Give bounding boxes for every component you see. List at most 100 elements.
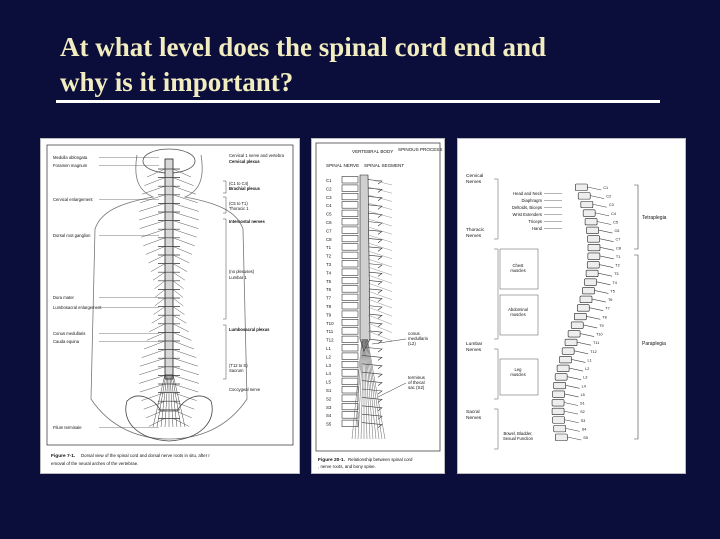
spinous-process (597, 221, 612, 225)
cauda-equina-strand (164, 373, 169, 428)
level-label: C1 (326, 178, 332, 183)
level-label: S2 (326, 396, 332, 401)
group-bracket (494, 178, 499, 240)
vertebral-body (341, 293, 359, 301)
vertebra (587, 235, 600, 243)
vertebra-label: L4 (582, 384, 586, 388)
level-label: C7 (326, 228, 332, 233)
nerve-root (365, 338, 377, 440)
nerve-root-right (172, 340, 195, 350)
vertebra (552, 390, 565, 398)
segment-line (367, 242, 393, 251)
vertebra-label: S5 (583, 436, 588, 440)
title-line-2: why is it important? (60, 67, 294, 97)
function-label: Wrist Extenders (513, 212, 542, 217)
vertebral-body (341, 218, 359, 226)
muscle-group-box (499, 294, 539, 336)
vertebral-body (341, 243, 359, 251)
level-label: T9 (326, 312, 332, 317)
nerve-root-right (172, 271, 186, 281)
nerve-root-left (143, 340, 166, 350)
segment-line (367, 226, 393, 235)
vertebral-body (341, 285, 359, 293)
vertebral-body (341, 310, 359, 318)
vertebral-body (341, 411, 359, 419)
vertebral-body (341, 344, 359, 352)
label-right: Coccygeal nerve (229, 387, 261, 392)
level-label: C2 (326, 186, 332, 191)
vertebra (553, 381, 566, 390)
leader-line (377, 382, 407, 398)
level-label: S3 (326, 405, 332, 410)
spinous-process (596, 281, 611, 286)
vertebra (554, 433, 568, 441)
spinous-process (569, 367, 584, 372)
spinous-process (563, 402, 579, 406)
vertebral-body (341, 394, 359, 402)
vertebral-body (341, 192, 359, 201)
nerve-root-left (139, 375, 166, 384)
annotation: conus (408, 331, 421, 336)
nerve-root-right (172, 246, 193, 255)
vertebra-label: S1 (580, 402, 585, 406)
label-right: Cervical 1 nerve and vertebra (229, 153, 285, 158)
annotation: medullaris (408, 336, 429, 341)
label-right: Cervical plexus (229, 159, 260, 164)
vertebra-label: C1 (603, 186, 608, 190)
nerve-root-right (172, 314, 187, 324)
nerve-root-left (140, 194, 166, 204)
function-label: Triceps (528, 219, 542, 224)
spinous-process (567, 376, 582, 380)
vertebral-body (341, 361, 359, 369)
spinous-process (592, 203, 607, 208)
segment-line (367, 186, 393, 194)
spinous-process (586, 316, 601, 320)
leader-line (371, 338, 407, 345)
nerve-root (364, 338, 371, 440)
nerve-root-left (141, 228, 166, 238)
nerve-root (367, 338, 386, 440)
nerve-root-left (146, 332, 166, 341)
nerve-root (366, 338, 380, 440)
nerve-root-left (138, 211, 166, 221)
nerve-root-left (143, 400, 166, 410)
nerve-group-label: Nerves (466, 415, 482, 421)
vertebra-label: T3 (614, 272, 618, 276)
nerve-root-right (172, 383, 199, 393)
nerve-root-right (172, 254, 190, 264)
nerve-group-label: Thoracic (466, 227, 485, 233)
nerve-root-right (172, 306, 185, 315)
nerve-root-right (172, 375, 199, 384)
vertebra (587, 244, 601, 252)
label-left: Foramen magnum (53, 163, 88, 168)
function-label: Deltoids, Biceps (512, 205, 542, 210)
spinous-process (361, 397, 383, 403)
vertebral-body (341, 402, 359, 411)
nerve-root-left (153, 306, 166, 315)
nerve-root (365, 338, 374, 440)
nerve-root-left (141, 392, 166, 401)
cauda-equina-strand (156, 373, 167, 428)
function-label: Bowel, Bladder, (503, 431, 532, 436)
nerve-root-right (172, 220, 199, 229)
segment-line (367, 234, 393, 243)
nerve-root-left (145, 246, 166, 255)
nerve-root-left (152, 271, 166, 281)
nerve-root (360, 338, 364, 440)
pelvis (125, 395, 213, 442)
nerve-root-left (141, 185, 166, 195)
level-label: T4 (326, 270, 332, 275)
nerve-root-left (151, 314, 166, 324)
spinous-process (564, 393, 579, 398)
nerve-root-right (172, 185, 197, 195)
level-label: T10 (326, 321, 334, 326)
level-label: S4 (326, 413, 332, 418)
vertebra-label: T8 (602, 315, 606, 319)
annotation: (L2) (408, 341, 416, 346)
function-label: Diaphragm (522, 198, 543, 203)
nerve-root-left (141, 349, 166, 358)
vertebra (586, 226, 599, 234)
nerve-root-right (172, 168, 192, 178)
